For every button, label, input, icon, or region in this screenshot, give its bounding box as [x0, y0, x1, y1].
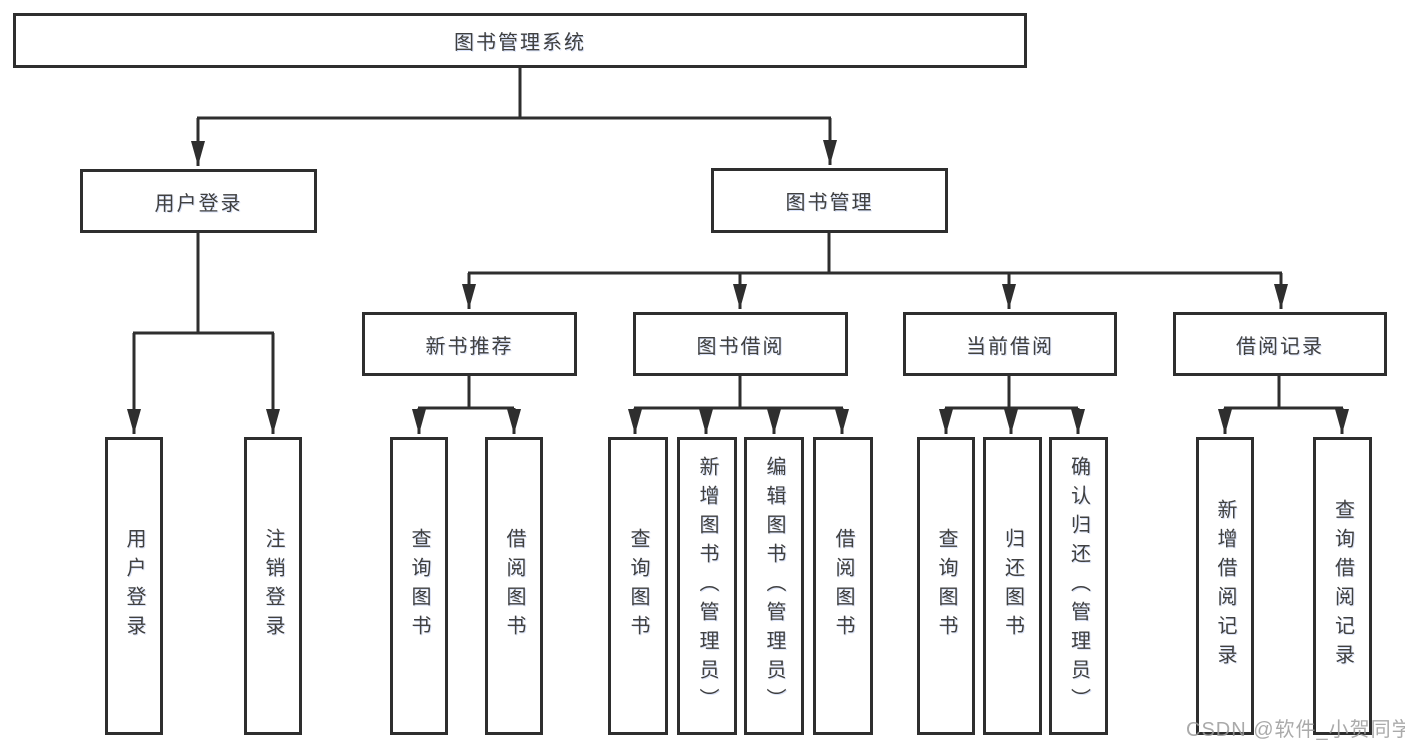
leaf-confirm-return-admin: 确认归还（管理员）	[1049, 437, 1108, 735]
node-current-borrow: 当前借阅	[903, 312, 1117, 376]
leaf-user-login: 用户登录	[105, 437, 163, 735]
leaf-logout: 注销登录	[244, 437, 302, 735]
connector-user-login	[127, 233, 280, 434]
connector-borrow-record	[1218, 376, 1349, 434]
leaf-query-books-recommend: 查询图书	[390, 437, 448, 735]
node-library-system: 图书管理系统	[13, 13, 1027, 68]
csdn-watermark: CSDN @软件_小贺同学	[1186, 719, 1405, 741]
leaf-return-books: 归还图书	[983, 437, 1042, 735]
connector-book-management	[462, 233, 1288, 309]
leaf-add-borrow-record: 新增借阅记录	[1196, 437, 1254, 735]
leaf-borrow-books-recommend: 借阅图书	[485, 437, 543, 735]
connector-new-book	[412, 376, 521, 434]
leaf-query-books-borrow: 查询图书	[608, 437, 668, 735]
connector-book-borrow	[628, 376, 849, 434]
node-book-management: 图书管理	[711, 168, 948, 233]
leaf-borrow-books: 借阅图书	[813, 437, 873, 735]
node-borrow-record: 借阅记录	[1173, 312, 1387, 376]
connector-root	[191, 68, 837, 166]
node-user-login: 用户登录	[80, 169, 317, 233]
node-book-borrow: 图书借阅	[633, 312, 848, 376]
leaf-add-books-admin: 新增图书（管理员）	[677, 437, 737, 735]
node-new-book-recommend: 新书推荐	[362, 312, 577, 376]
connector-current-borrow	[939, 376, 1085, 434]
leaf-query-books-current: 查询图书	[917, 437, 975, 735]
leaf-edit-books-admin: 编辑图书（管理员）	[744, 437, 804, 735]
leaf-query-borrow-record: 查询借阅记录	[1313, 437, 1372, 735]
